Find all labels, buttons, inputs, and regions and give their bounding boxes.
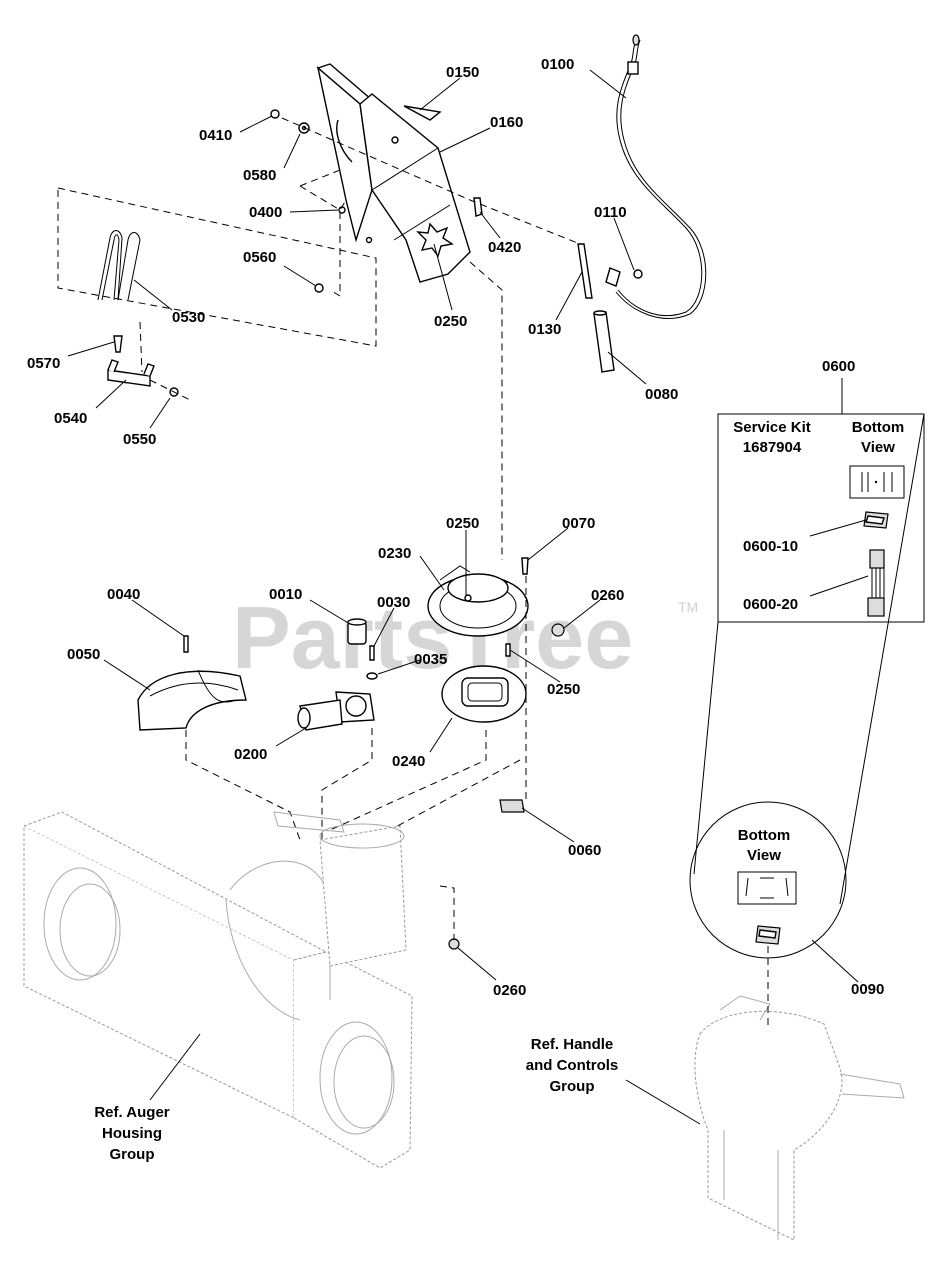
plate-0240 (441, 665, 527, 723)
zoom-bottom-view-1: Bottom (738, 827, 791, 844)
switch-bottom-view-zoom (737, 871, 797, 905)
callout-0200: 0200 (234, 746, 267, 763)
callout-0550: 0550 (123, 431, 156, 448)
ref-handle-line3: Group (550, 1078, 595, 1095)
screw-0030 (369, 645, 375, 661)
callout-0600-10: 0600-10 (743, 538, 798, 555)
bracket-0540 (107, 359, 155, 387)
callout-0410: 0410 (199, 127, 232, 144)
bolt-0070 (521, 557, 529, 575)
service-kit-number: 1687904 (743, 439, 802, 456)
callout-0150: 0150 (446, 64, 479, 81)
chute-0160 (359, 93, 471, 283)
callout-0035: 0035 (414, 651, 447, 668)
callout-0030: 0030 (377, 594, 410, 611)
callout-0080: 0080 (645, 386, 678, 403)
callout-0600-20: 0600-20 (743, 596, 798, 613)
callout-0240: 0240 (392, 753, 425, 770)
bracket-0060 (499, 799, 525, 813)
motor-0200 (297, 691, 375, 731)
callout-0160: 0160 (490, 114, 523, 131)
ref-auger-line1: Ref. Auger (94, 1104, 169, 1121)
service-kit-bottom-view-1: Bottom (852, 419, 905, 436)
nut-0260-lower (448, 938, 460, 950)
rod-0130 (577, 243, 593, 299)
callout-0600: 0600 (822, 358, 855, 375)
callout-0050: 0050 (67, 646, 100, 663)
callout-0110: 0110 (594, 204, 627, 221)
ref-auger-line3: Group (110, 1146, 155, 1163)
cable-0100 (605, 34, 707, 319)
leader-lines (67, 69, 869, 1125)
screw-0040 (183, 635, 189, 653)
callout-0070: 0070 (562, 515, 595, 532)
callout-0250-chute: 0250 (434, 313, 467, 330)
rocker-switch-0600-10 (863, 511, 889, 529)
callout-0090: 0090 (851, 981, 884, 998)
zoom-bottom-view-2: View (747, 847, 781, 864)
callout-0250-plate: 0250 (547, 681, 580, 698)
callout-0260-gear: 0260 (591, 587, 624, 604)
switch-bottom-view-kit (849, 465, 905, 499)
service-kit-title: Service Kit (733, 419, 811, 436)
ring-gear-0230 (427, 565, 529, 637)
bolt-0250-plate (505, 643, 511, 657)
cover-0050 (137, 669, 247, 731)
callout-0560: 0560 (243, 249, 276, 266)
harness-0600-20 (867, 549, 885, 617)
callout-0010: 0010 (269, 586, 302, 603)
chute-deflector-0150 (316, 63, 442, 243)
callout-0250-gear: 0250 (446, 515, 479, 532)
auger-housing-ghost (23, 811, 413, 1169)
callout-0580: 0580 (243, 167, 276, 184)
callout-0420: 0420 (488, 239, 521, 256)
callout-0400: 0400 (249, 204, 282, 221)
spring-0530 (97, 230, 141, 301)
rocker-switch-0090 (755, 925, 781, 945)
handle-controls-ghost (694, 995, 905, 1241)
service-kit-box (717, 413, 925, 623)
nut-0260-gear (551, 623, 565, 637)
callout-0040: 0040 (107, 586, 140, 603)
tube-0080 (593, 310, 615, 373)
pinion-0010 (347, 618, 367, 645)
callout-0260-lower: 0260 (493, 982, 526, 999)
callout-0230: 0230 (378, 545, 411, 562)
screw-0570 (113, 335, 123, 353)
watermark-trademark: TM (678, 599, 698, 615)
ref-handle-line2: and Controls (526, 1057, 619, 1074)
service-kit-bottom-view-2: View (861, 439, 895, 456)
washer-0035 (366, 672, 378, 680)
callout-0540: 0540 (54, 410, 87, 427)
ref-auger-line2: Housing (102, 1125, 162, 1142)
warning-star-decal (416, 222, 454, 258)
callout-0100: 0100 (541, 56, 574, 73)
callout-0570: 0570 (27, 355, 60, 372)
ref-handle-line1: Ref. Handle (531, 1036, 614, 1053)
callout-0530: 0530 (172, 309, 205, 326)
callout-0060: 0060 (568, 842, 601, 859)
callout-0130: 0130 (528, 321, 561, 338)
